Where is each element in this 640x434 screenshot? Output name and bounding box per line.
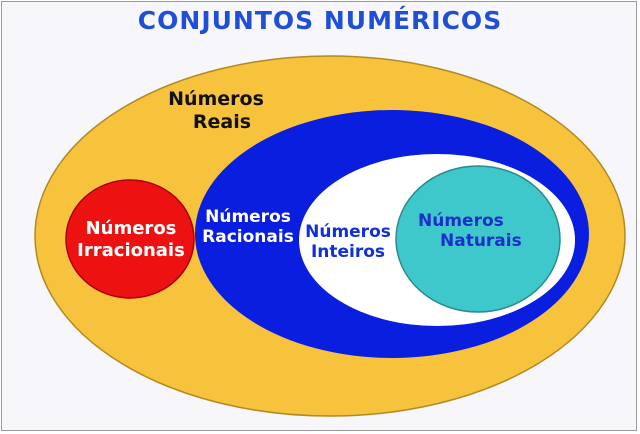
- page-title: CONJUNTOS NUMÉRICOS: [137, 6, 503, 35]
- reais-label-line1: Números: [168, 88, 264, 110]
- racionais-label-line2: Racionais: [202, 227, 294, 248]
- racionais-label-line1: Números: [205, 207, 291, 227]
- irracionais-label: Números Irracionais: [68, 218, 194, 261]
- irracionais-set: [65, 179, 195, 299]
- reais-label-line2: Reais: [192, 110, 252, 133]
- inteiros-label-line2: Inteiros: [310, 242, 386, 263]
- naturais-label: Números Naturais: [418, 211, 538, 252]
- naturais-label-line1: Números: [418, 211, 504, 231]
- inteiros-label: Números Inteiros: [300, 222, 396, 263]
- racionais-label: Números Racionais: [197, 207, 299, 248]
- irracionais-label-line1: Números: [85, 218, 177, 239]
- reais-label: Números Reais: [164, 88, 268, 134]
- naturais-set: [395, 165, 561, 313]
- inteiros-label-line1: Números: [305, 222, 391, 242]
- irracionais-label-line2: Irracionais: [77, 239, 185, 261]
- naturais-label-line2: Naturais: [440, 231, 522, 252]
